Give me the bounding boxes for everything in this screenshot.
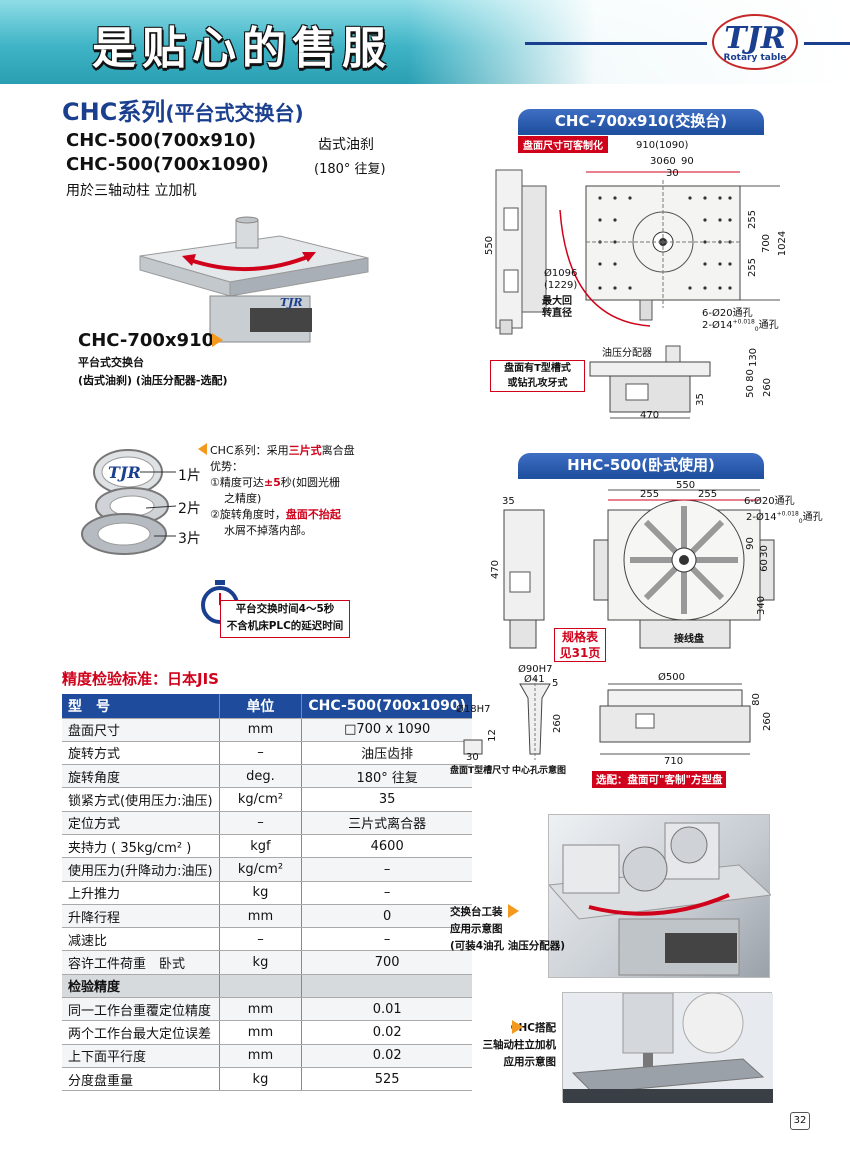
page-number: 32 <box>790 1112 810 1130</box>
machine-arrow-icon <box>512 1020 523 1034</box>
header-banner <box>0 0 850 84</box>
piece-label-2: 2片 <box>178 501 201 517</box>
table-row: 定位方式–三片式离合器 <box>62 811 472 835</box>
page-slogan: 是贴心的售服 <box>92 23 392 74</box>
tslot-caption: 盘面T型槽尺寸 <box>450 766 511 776</box>
header-rule-left <box>525 42 707 45</box>
table-row: 减速比–– <box>62 927 472 952</box>
square-plate-option: 选配：盘面可"客制"方型盘 <box>592 771 727 788</box>
square-plate-drawing: Ø500 80 260 710 <box>596 668 786 772</box>
exchange-time-box: 平台交换时间4～5秒 不含机床PLC的延迟时间 <box>220 600 350 638</box>
square-plate-illustration <box>599 683 751 755</box>
section-row: 检验精度 <box>62 974 472 999</box>
product-photo: TJR <box>130 216 372 344</box>
fixture-illustration <box>547 822 773 976</box>
col-header-model: 型 号 <box>62 694 220 719</box>
center-hole-illustration <box>463 678 551 760</box>
three-piece-coupling-icon: TJR <box>81 449 169 555</box>
fixture-caption: 交换台工装 应用示意图 (可装4油孔 油压分配器) <box>450 906 566 952</box>
photo-caption-model: CHC-700x910 <box>78 330 215 351</box>
table-row: 旋转方式–油压齿排 <box>62 741 472 766</box>
coupling-pointer-lines <box>140 471 177 537</box>
table-row: 使用压力(升降动力:油压)kg/cm²– <box>62 857 472 882</box>
piece-label-1: 1片 <box>178 468 201 484</box>
svg-text:TJR: TJR <box>280 296 303 309</box>
photo-caption-line2: (齿式油刹) (油压分配器-选配) <box>78 374 228 387</box>
custom-size-badge: 盘面尺寸可客制化 <box>518 136 608 153</box>
piece-label-3: 3片 <box>178 531 201 547</box>
tslot-callout: 盘面有T型槽式 或钻孔攻牙式 <box>490 360 585 392</box>
fixture-arrow-icon <box>508 904 519 918</box>
model-2: CHC-500(700x1090) <box>66 154 269 175</box>
col-header-unit: 单位 <box>218 694 302 719</box>
machine-illustration <box>563 992 773 1103</box>
photo-caption-line1: 平台式交换台 <box>78 356 144 369</box>
hhc-technical-drawing <box>503 489 775 649</box>
center-hole-caption: 中心孔示意图 <box>512 766 567 776</box>
spec-standard: 精度检验标准：日本JIS <box>62 670 219 688</box>
tjr-logo: TJR Rotary table <box>712 14 798 70</box>
model-2-note: (180° 往复) <box>314 162 386 177</box>
center-hole-drawing: Ø90H7 Ø41 Ø18H7 5 260 12 30 <box>448 664 588 776</box>
fixture-photo <box>547 814 773 978</box>
usage-note: 用於三轴动柱 立加机 <box>66 183 197 199</box>
header-rule-right <box>804 42 850 45</box>
caption-arrow-icon <box>212 333 223 347</box>
coupling-triangle-icon <box>198 443 207 455</box>
hhc-diagram-title: HHC-500(卧式使用) <box>518 453 764 477</box>
hhc-drawing: 550 255 255 35 6-Ø20通孔 2-Ø14+0.0180通孔 90… <box>490 480 823 650</box>
spec-header-row: 型 号 单位 CHC-500(700x1090) <box>62 694 472 719</box>
model-1: CHC-500(700x910) <box>66 130 257 151</box>
coupling-description: CHC系列：采用三片式离合盘 优势： ①精度可达±5秒(如圆光栅 之精度) ②旋… <box>210 444 355 537</box>
model-1-note: 齿式油刹 <box>318 137 374 153</box>
dim-plate-width: 910(1090) <box>636 140 689 151</box>
col-header-value: CHC-500(700x1090) <box>301 694 472 719</box>
chc-drawing: 910(1090) 30 60 90 30 550 255 255 700 10… <box>484 140 810 422</box>
chc-diagram-title: CHC-700x910(交换台) <box>518 109 764 133</box>
machine-photo <box>562 992 773 1103</box>
spec-reference-box: 规格表 见31页 <box>554 628 606 662</box>
chc-technical-drawing <box>495 169 780 419</box>
series-title: CHC系列(平台式交换台) <box>62 98 304 126</box>
svg-text:TJR: TJR <box>108 463 141 482</box>
rotary-table-illustration: TJR <box>139 216 369 343</box>
machine-caption: CHC搭配 三轴动柱立加机 应用示意图 <box>482 1022 557 1068</box>
coupling-illustration: TJR <box>80 442 210 558</box>
